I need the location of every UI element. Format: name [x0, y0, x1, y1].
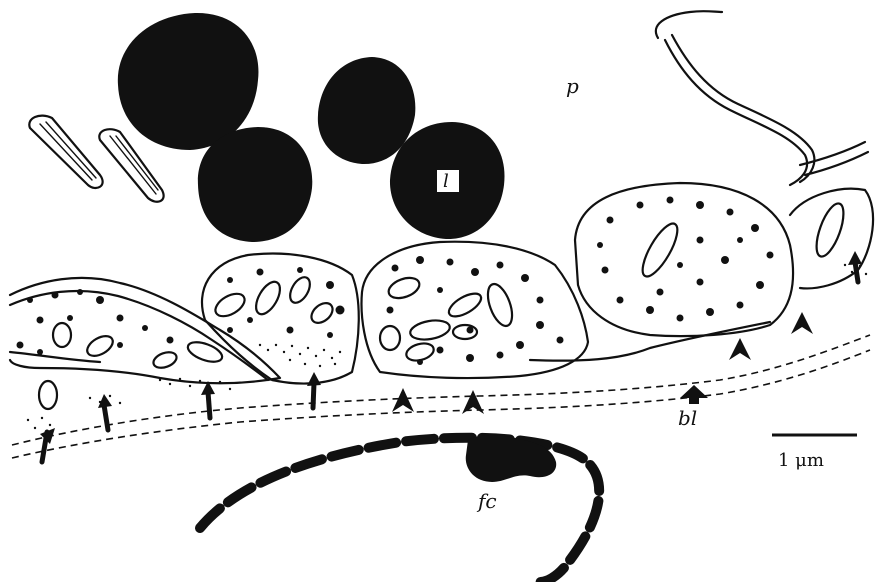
lipid-droplets [118, 13, 505, 242]
label-p: p [566, 74, 579, 98]
arrows [40, 251, 862, 462]
granules [17, 197, 774, 366]
cell-outline [362, 242, 588, 378]
lipid-droplet [198, 127, 312, 242]
label-l: l [443, 171, 449, 192]
label-scale: 1 μm [778, 450, 824, 471]
follicle-cell [200, 435, 599, 582]
label-bl: bl [678, 406, 697, 430]
cell-outline [575, 183, 793, 336]
lipid-droplet [118, 13, 259, 150]
cell-outline [790, 189, 873, 289]
bl-marker [680, 385, 708, 404]
label-fc: fc [476, 489, 497, 513]
